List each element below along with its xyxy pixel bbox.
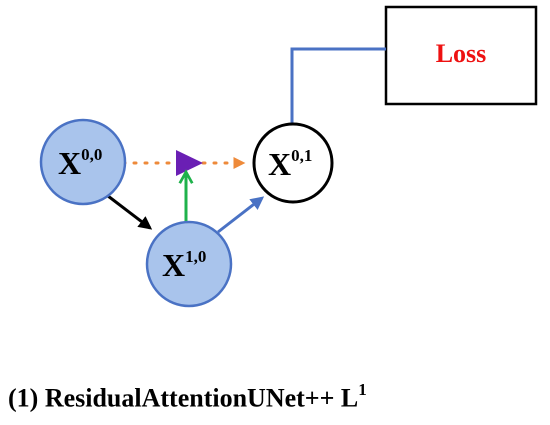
loss-label: Loss: [436, 39, 487, 68]
svg-text:X0,1: X0,1: [268, 146, 312, 182]
svg-text:X1,0: X1,0: [162, 247, 206, 283]
caption-text: (1) ResidualAttentionUNet++ L: [8, 383, 359, 413]
loss-box: [384, 5, 538, 106]
node-x01: X0,1: [252, 122, 334, 204]
node-x00: X0,0: [39, 118, 127, 206]
loss-connector: [290, 47, 386, 125]
figure-caption: (1) ResidualAttentionUNet++ L1: [8, 380, 538, 414]
down-arrow: [107, 194, 153, 230]
up-arrow: [217, 196, 265, 234]
svg-text:X0,0: X0,0: [58, 145, 102, 181]
caption-superscript: 1: [358, 380, 367, 399]
attention-gate-triangle: [176, 150, 203, 176]
node-x10: X1,0: [145, 220, 233, 308]
